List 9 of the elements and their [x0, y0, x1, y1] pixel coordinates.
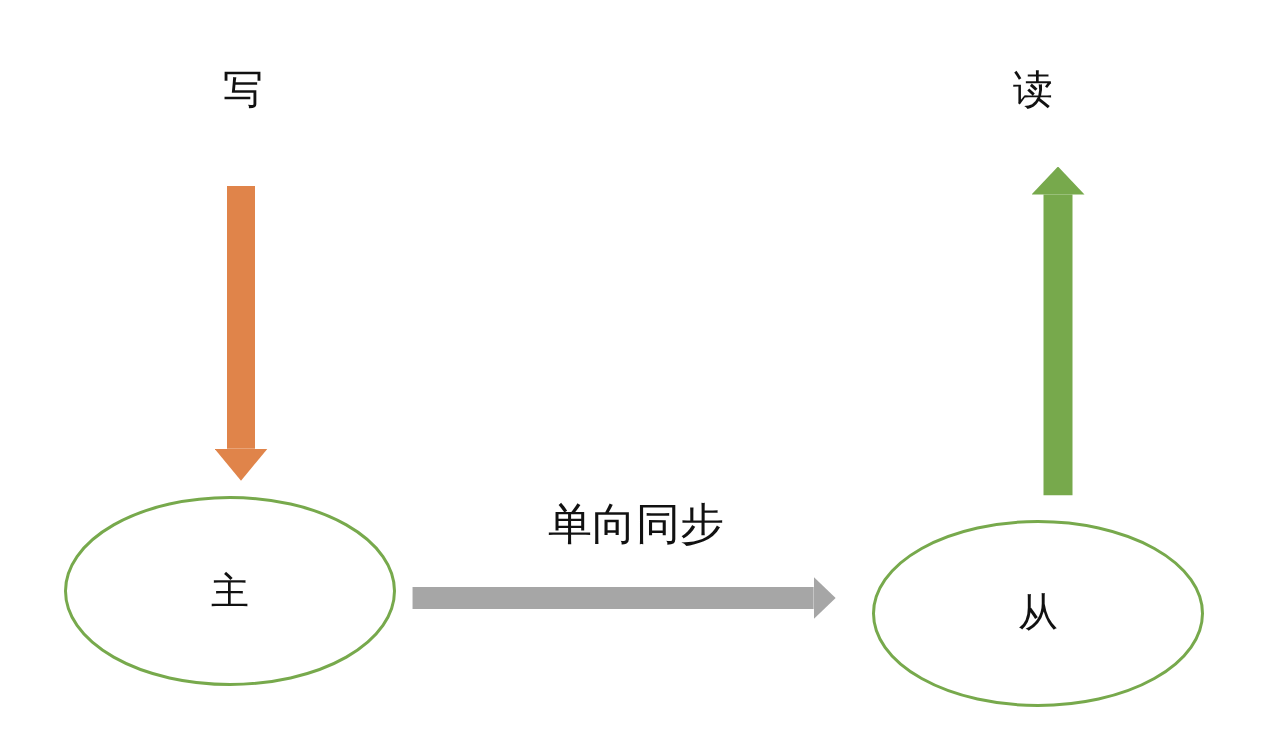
ellipse-node	[872, 519, 1204, 707]
text-label: 读	[1013, 70, 1053, 110]
text-label: 写	[223, 70, 263, 110]
block-arrow	[412, 577, 836, 619]
block-arrow	[214, 186, 268, 481]
node-label: 主	[211, 572, 249, 610]
node-label: 从	[1018, 593, 1058, 633]
block-arrow	[1031, 166, 1085, 496]
ellipse-node	[64, 496, 396, 686]
